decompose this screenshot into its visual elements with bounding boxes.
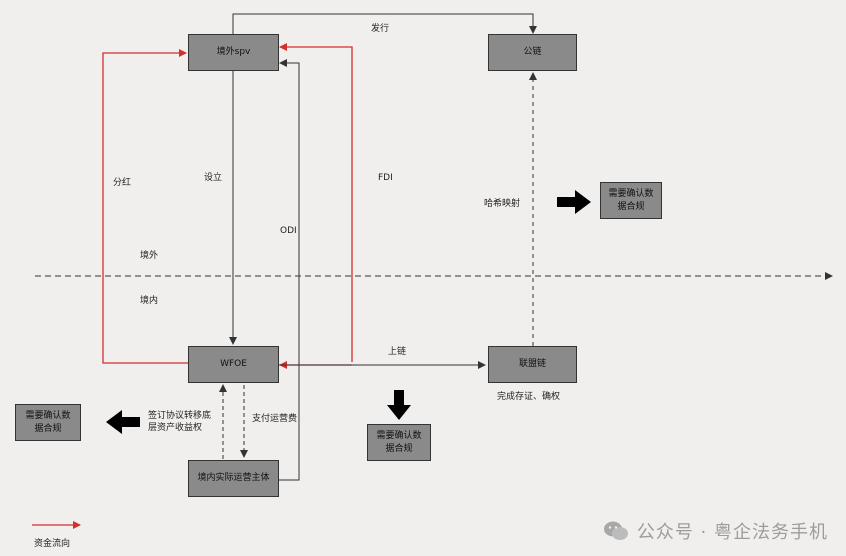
- watermark: 公众号 · 粤企法务手机: [603, 518, 828, 544]
- arrow-down-icon: [387, 390, 411, 420]
- label-hash-mapping: 哈希映射: [484, 199, 521, 209]
- arrow-left-icon: [106, 410, 140, 434]
- fdi-arrow: [279, 43, 353, 362]
- legend-fund-flow: 资金流向: [34, 539, 71, 549]
- dividend-arrow: [102, 49, 188, 364]
- node-confirm-left: 需要确认数据合规: [15, 404, 81, 441]
- node-confirm-bottom: 需要确认数据合规: [367, 424, 431, 461]
- node-consortium-chain: 联盟链: [488, 346, 577, 383]
- node-offshore-spv: 境外spv: [188, 34, 279, 71]
- node-public-chain: 公链: [488, 34, 577, 71]
- label-fdi: FDI: [378, 173, 393, 183]
- label-offshore: 境外: [140, 251, 159, 261]
- label-on-chain: 上链: [388, 347, 407, 357]
- odi-arrow: [278, 59, 300, 481]
- label-dividend: 分红: [113, 178, 132, 188]
- label-sign-agreement: 签订协议转移底层资产收益权: [148, 411, 212, 433]
- arrow-right-icon: [557, 190, 591, 214]
- node-wfoe: WFOE: [188, 346, 279, 383]
- issue-arrow: [232, 13, 537, 36]
- label-evidence: 完成存证、确权: [497, 392, 561, 402]
- label-onshore: 境内: [140, 296, 159, 306]
- label-pay-fee: 支付运营费: [252, 414, 298, 424]
- label-establish: 设立: [204, 173, 223, 183]
- watermark-text: 公众号 · 粤企法务手机: [636, 522, 828, 543]
- label-issue: 发行: [371, 24, 390, 34]
- node-domestic-entity: 境内实际运营主体: [188, 460, 279, 497]
- wechat-icon: [603, 521, 628, 540]
- label-odi: ODI: [280, 226, 297, 236]
- node-confirm-right: 需要确认数据合规: [600, 182, 662, 219]
